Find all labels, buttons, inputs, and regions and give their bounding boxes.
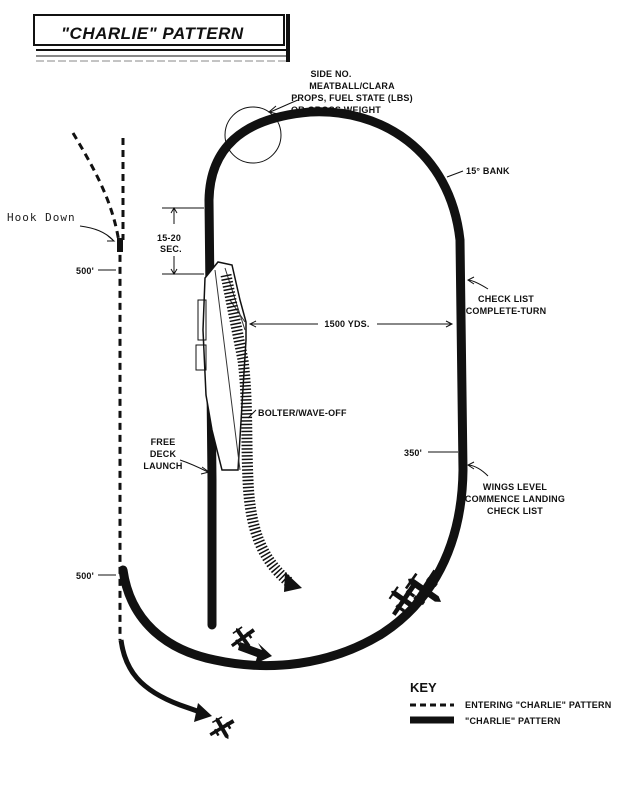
wings-level-label-2: COMMENCE LANDING [465,494,565,504]
bolter-waveoff-path [220,273,294,588]
side-no-line-2: MEATBALL/CLARA [309,81,395,91]
key-legend: KEY ENTERING "CHARLIE" PATTERN "CHARLIE"… [410,680,611,726]
bank-label: 15° BANK [466,166,510,176]
interval-label-2: SEC. [160,244,182,254]
pattern-exit-arrow [238,642,272,664]
free-deck-label-2: DECK [150,449,177,459]
key-title: KEY [410,680,437,695]
wings-level-label-1: WINGS LEVEL [483,482,548,492]
altitude-label-lower: 500' [76,571,94,581]
carrier-ship-icon [195,261,247,471]
entering-pattern-dashed [71,132,122,640]
side-number-circle [224,106,282,164]
title-box: "CHARLIE" PATTERN [33,14,290,62]
checklist-label-2: COMPLETE-TURN [466,306,547,316]
join-arrow-head [194,703,212,722]
key-pattern-label: "CHARLIE" PATTERN [465,716,561,726]
bolter-label: BOLTER/WAVE-OFF [258,408,347,418]
hook-down-label: Hook Down [7,211,76,224]
bolter-arrow-head [284,572,302,592]
key-entering-label: ENTERING "CHARLIE" PATTERN [465,700,611,710]
interval-bracket [162,207,204,275]
labels: SIDE NO. MEATBALL/CLARA PROPS, FUEL STAT… [7,69,565,581]
page-title: "CHARLIE" PATTERN [61,24,244,43]
join-arrow [118,639,201,715]
distance-label: 1500 YDS. [324,319,369,329]
charlie-pattern-track [118,107,468,671]
checklist-label-1: CHECK LIST [478,294,534,304]
interval-label-1: 15-20 [157,233,181,243]
distance-dimension [248,320,454,328]
altitude-label-upper: 500' [76,266,94,276]
altitude-label-right: 350' [404,448,422,458]
side-no-line-4: OR GROSS WEIGHT [291,105,381,115]
side-no-line-1: SIDE NO. [310,69,351,79]
wings-level-label-3: CHECK LIST [487,506,543,516]
hook-down-marker [117,238,123,252]
side-no-line-3: PROPS, FUEL STATE (LBS) [291,93,413,103]
hook-down-leader [79,225,114,241]
free-deck-label-3: LAUNCH [143,461,182,471]
free-deck-label-1: FREE [151,437,176,447]
